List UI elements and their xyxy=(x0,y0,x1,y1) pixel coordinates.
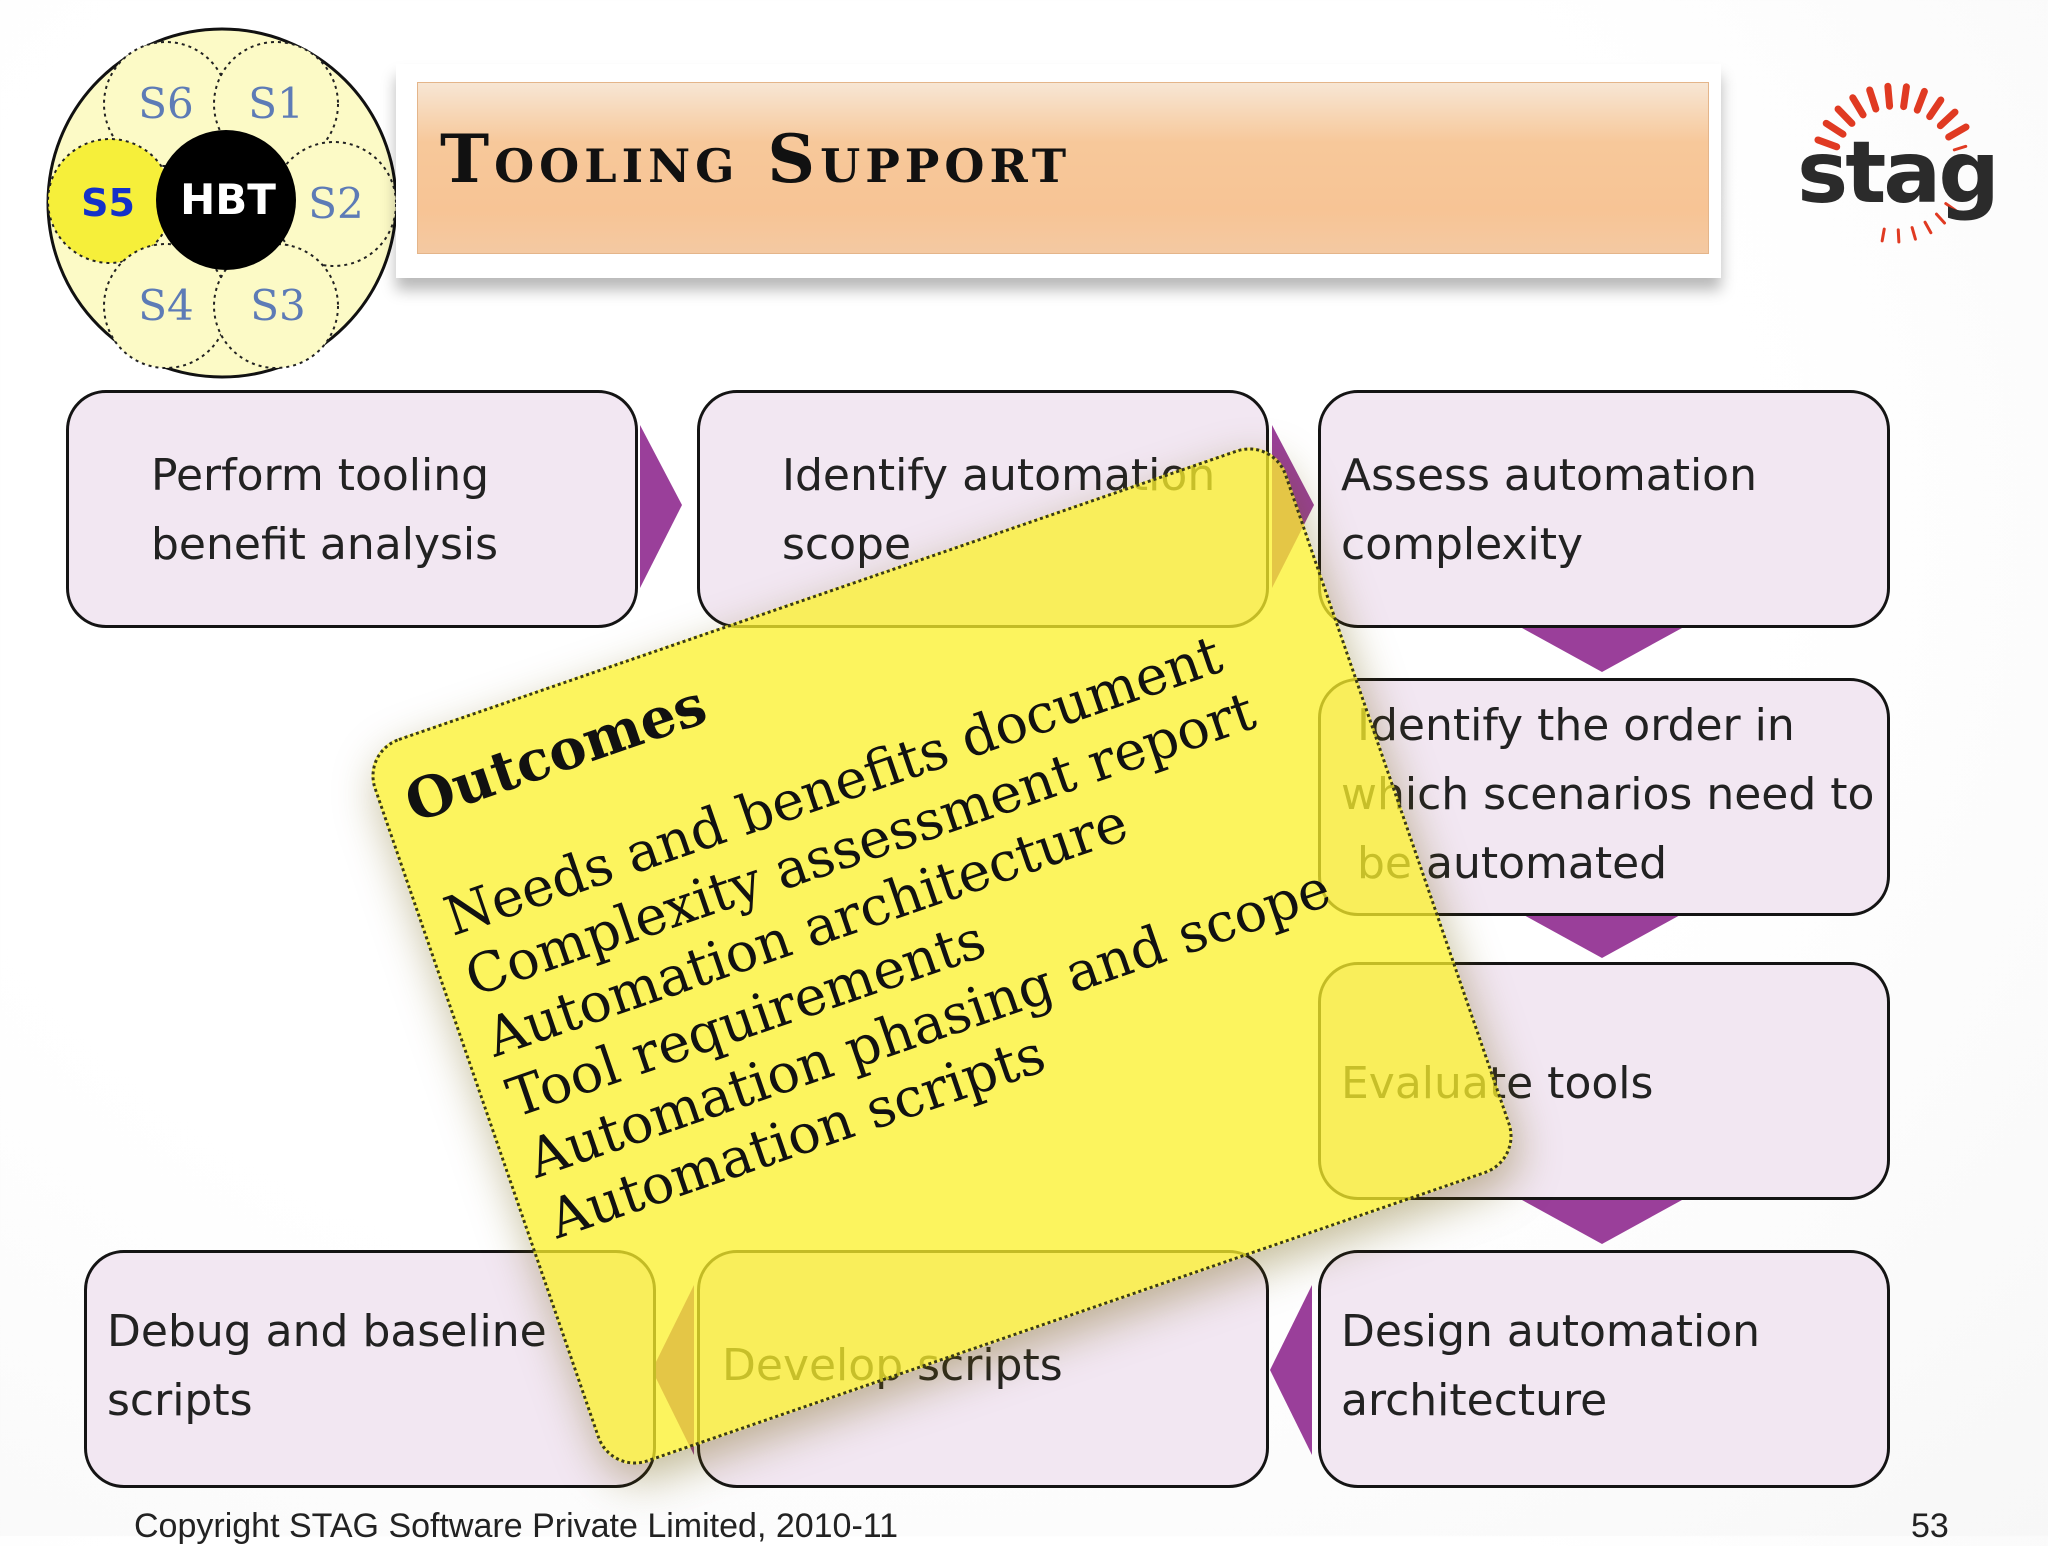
logo-tick-7 xyxy=(1913,87,1928,114)
stage-label-s3: S3 xyxy=(250,281,306,330)
outcomes-list: Needs and benefits document Complexity a… xyxy=(437,614,1360,1252)
logo-tick-9 xyxy=(1936,108,1959,130)
stag-logo: stag xyxy=(1797,82,1995,244)
logo-tick-8 xyxy=(1926,96,1945,121)
stage-label-s1: S1 xyxy=(248,79,304,128)
step-perform-tooling-benefit-analysis: Perform tooling benefit analysis xyxy=(66,390,638,628)
step-text-line: Perform tooling xyxy=(151,450,490,501)
step-text-line: complexity xyxy=(1341,519,1583,570)
title-band xyxy=(417,82,1709,254)
stage-s3-circle xyxy=(213,243,339,369)
step-text-line: benefit analysis xyxy=(151,519,499,570)
logo-tick-6 xyxy=(1900,83,1910,111)
step-assess-automation-complexity: Assess automation complexity xyxy=(1318,390,1890,628)
logo-tick-17 xyxy=(1880,227,1886,243)
stage-label-s5: S5 xyxy=(81,181,135,225)
logo-tick-0 xyxy=(1814,136,1841,151)
page-title: Tooling Support xyxy=(440,120,1072,198)
step-text-line: architecture xyxy=(1341,1375,1608,1426)
logo-tick-12 xyxy=(1944,202,1958,212)
arrow-left-1 xyxy=(1270,1285,1312,1455)
arrow-down-1 xyxy=(1522,628,1682,672)
arrow-right-1 xyxy=(640,425,682,588)
step-text-line: Design automation xyxy=(1341,1306,1761,1357)
step-debug-and-baseline-scripts: Debug and baseline scripts xyxy=(84,1250,656,1488)
page-number: 53 xyxy=(1911,1507,1949,1545)
logo-tick-15 xyxy=(1910,226,1917,241)
step-text-line: which scenarios need to xyxy=(1341,769,1875,820)
hbt-center-label: HBT xyxy=(180,175,276,224)
logo-tick-16 xyxy=(1896,228,1901,244)
stag-logo-text: stag xyxy=(1797,123,1995,223)
logo-tick-4 xyxy=(1866,86,1880,113)
step-text-line: scope xyxy=(782,519,912,570)
hbt-center-circle xyxy=(156,130,296,270)
stage-label-s2: S2 xyxy=(308,179,364,228)
arrow-down-3 xyxy=(1522,1200,1682,1244)
logo-tick-11 xyxy=(1952,144,1968,152)
stage-label-s4: S4 xyxy=(138,281,194,330)
stage-label-s6: S6 xyxy=(138,79,194,128)
hbt-badge: S6 S1 S5 S2 S4 S3 HBT xyxy=(46,27,398,379)
logo-tick-3 xyxy=(1849,94,1867,119)
step-text-line: Debug and baseline xyxy=(107,1306,547,1357)
step-design-automation-architecture: Design automation architecture xyxy=(1318,1250,1890,1488)
logo-tick-14 xyxy=(1923,220,1933,235)
step-identify-scenario-order: Identify the order in which scenarios ne… xyxy=(1318,678,1890,916)
copyright-text: Copyright STAG Software Private Limited,… xyxy=(134,1507,899,1545)
step-text-line: Identify the order in xyxy=(1357,700,1795,751)
logo-tick-10 xyxy=(1945,123,1970,141)
logo-tick-13 xyxy=(1934,212,1947,225)
step-text-line: Assess automation xyxy=(1341,450,1757,501)
step-text-line: scripts xyxy=(107,1375,253,1426)
logo-ticks xyxy=(1814,82,1970,244)
logo-tick-1 xyxy=(1822,119,1847,138)
logo-tick-5 xyxy=(1884,82,1894,110)
arrow-down-2 xyxy=(1522,914,1682,958)
logo-tick-2 xyxy=(1834,105,1856,127)
